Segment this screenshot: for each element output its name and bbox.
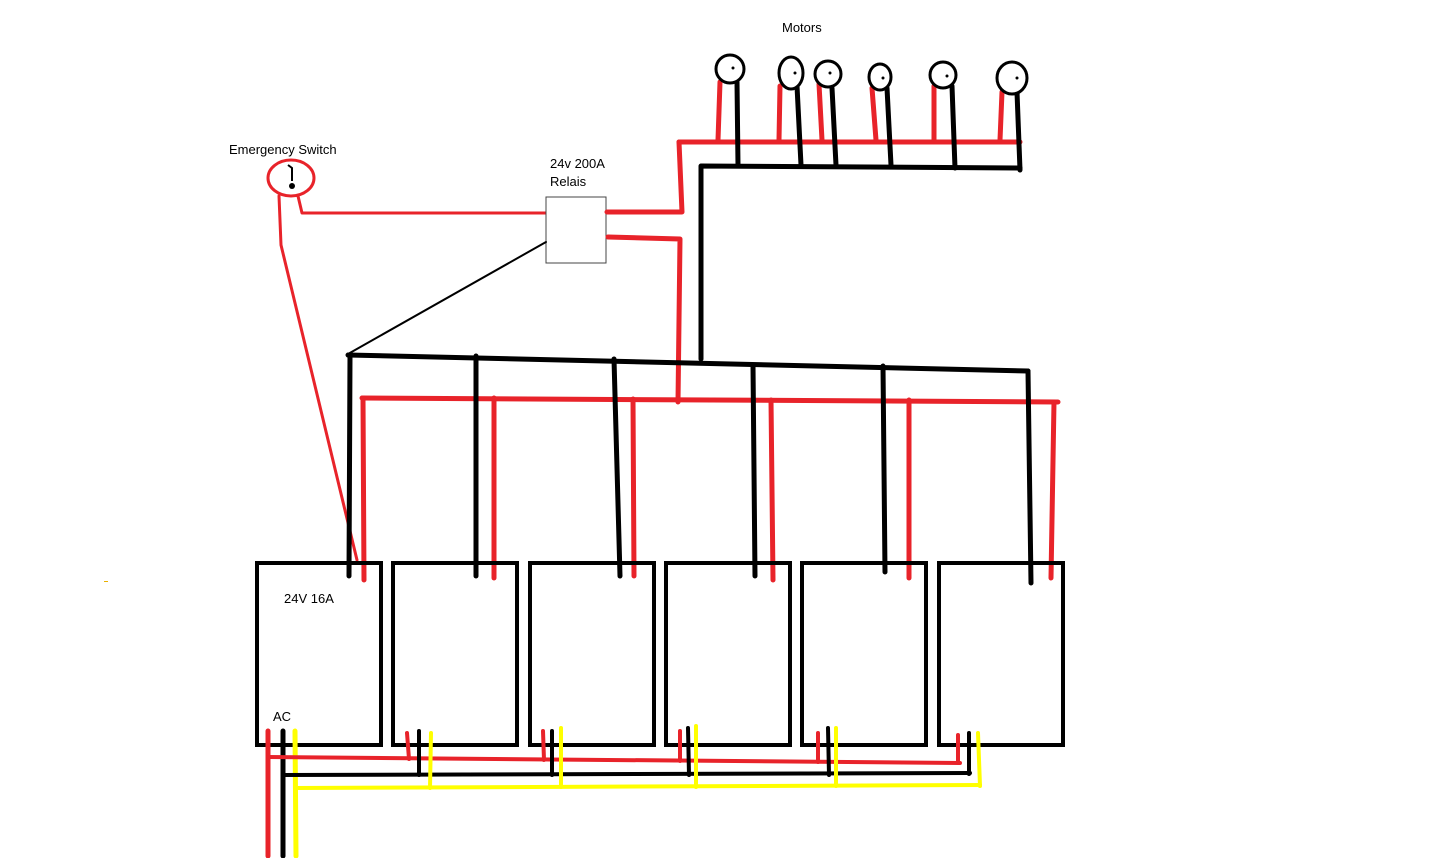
motor-1-shaft [731,66,735,70]
relay-in-from-psu-positive [605,234,683,405]
motors-label: Motors [782,20,822,35]
motor-2-positive-wire [776,83,783,143]
emergency-switch-lever-icon [287,164,293,181]
motor-5-negative-wire [949,83,958,171]
relay-out-to-motor-positive [604,139,685,215]
emergency-switch-circle [266,158,316,198]
psu-3-positive-drop [630,396,637,579]
psu-2-ac-earth [428,731,433,790]
motor-3-negative-wire [829,85,839,168]
motor-3-shaft [828,71,832,75]
stray-mark [104,581,108,582]
psu-dc-drops [346,353,1057,586]
emergency-switch-contact-icon [289,183,295,189]
ac-label: AC [273,709,291,724]
motor-2-negative-wire [794,83,804,168]
ac-earth-bus [294,783,982,790]
psu-4 [664,561,792,747]
motor-negative-bus [698,163,1023,362]
emergency-switch-wires [277,194,548,562]
motor-4-negative-wire [884,85,894,168]
psu-1-negative-drop [346,353,353,579]
motor-6-positive-wire [997,89,1005,143]
power-supplies [255,561,1065,747]
motor-6-shaft [1015,76,1019,80]
motor-4-shaft [881,76,885,80]
psu-2-ac-live [405,731,411,761]
psu-3-ac-live [541,729,546,762]
motor-6-icon [995,60,1029,96]
motor-1 [714,53,746,168]
relay-box [545,196,607,264]
motor-5-icon [928,60,958,90]
psu-2 [391,561,519,747]
ac-earth-feed [292,728,299,858]
motor-5-shaft [945,74,949,78]
relay-label-line1: 24v 200A [550,156,605,171]
psu-1-positive-drop [360,395,367,583]
motor-3 [813,59,843,168]
psu-5 [800,561,928,747]
motor-5 [928,60,958,171]
emergency-switch [266,158,316,198]
motor-1-negative-wire [734,79,741,168]
motors [676,53,1029,362]
relay-label-line2: Relais [550,174,587,189]
switch-to-relay-wire [296,194,548,215]
ac-neutral-bus [281,771,972,777]
psu-5-negative-drop [880,363,888,575]
ac-live-bus [266,755,962,765]
psu-label: 24V 16A [284,591,334,606]
motor-6-negative-wire [1014,89,1023,173]
motor-3-positive-wire [816,81,825,143]
psu-3-negative-drop [611,356,623,579]
motor-1-positive-wire [715,79,723,143]
psu-3 [528,561,656,747]
switch-to-psu-wire [277,194,359,562]
motor-2 [776,55,805,168]
psu-4-negative-drop [750,362,758,579]
motor-6 [995,60,1029,173]
psu-5-ac-neutral [826,726,831,777]
psu-6-ac-earth [976,731,982,788]
motor-3-icon [813,59,843,89]
psu-4-positive-drop [768,397,776,583]
psu-6-negative-drop [1025,368,1034,586]
psu-negative-bus [345,352,1031,374]
relay-coil-ground-wire [347,241,547,355]
psu-6 [937,561,1065,747]
psu-6-positive-drop [1048,399,1057,581]
ac-wiring [265,724,982,858]
emergency-switch-label: Emergency Switch [229,142,337,157]
motor-4-positive-wire [869,85,879,143]
motor-4 [867,62,894,168]
psu-4-ac-neutral [686,726,691,777]
psu-positive-bus [359,395,1061,405]
motor-4-icon [867,62,893,92]
motor-2-icon [777,55,805,91]
motor-1-icon [714,53,746,85]
psu-1 [255,561,383,747]
motor-2-shaft [793,71,797,75]
